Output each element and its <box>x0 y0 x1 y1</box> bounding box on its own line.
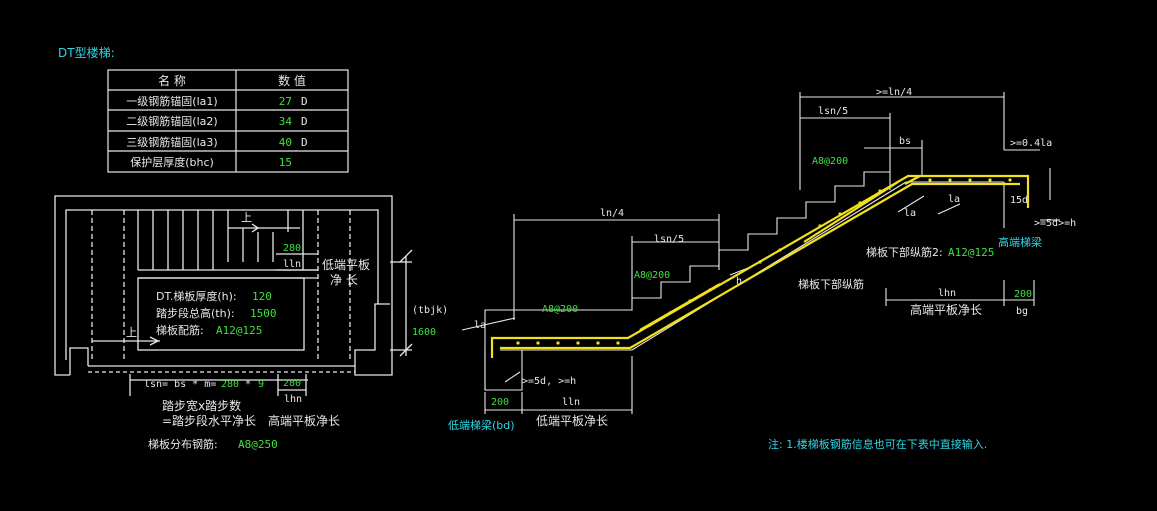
lhn-label: lhn <box>284 394 302 405</box>
dist-rebar-label: 梯板分布钢筋: <box>148 437 218 451</box>
dim-lsn5-mid: lsn/5 <box>654 234 684 245</box>
bg-label: bg <box>1016 306 1028 317</box>
row-la2-name: 二级钢筋锚固(la2) <box>126 114 217 128</box>
dim-5d-low: >=5d, >=h <box>522 376 576 387</box>
rebar-a8-low[interactable]: A8@200 <box>542 304 578 315</box>
row-la3-value[interactable]: 40 <box>279 136 292 149</box>
lower-rebar2-value[interactable]: A12@125 <box>948 246 994 259</box>
dim-ln4-mid: ln/4 <box>600 208 624 219</box>
dim-la-b: la <box>948 194 960 205</box>
lsn-m-value[interactable]: 9 <box>258 379 264 390</box>
lsn-bs-value[interactable]: 280 <box>221 379 239 390</box>
tbjk-value[interactable]: 1600 <box>412 327 436 338</box>
plan-lln: lln <box>283 259 301 270</box>
table-header-value: 数 值 <box>278 73 306 88</box>
row-la2-unit: D <box>301 115 308 128</box>
lower-rebar2-label: 梯板下部纵筋2: <box>866 245 943 259</box>
rebar-label: 梯板配筋: <box>156 323 204 337</box>
footer-note: 注: 1.楼梯板钢筋信息也可在下表中直接输入. <box>768 437 987 451</box>
dim-la-left: la <box>474 320 486 331</box>
row-bhc-value[interactable]: 15 <box>279 156 292 169</box>
high-beam-label: 高端梯梁 <box>998 235 1042 249</box>
dim-bs: bs <box>899 136 911 147</box>
dim-15d: 15d <box>1010 195 1028 206</box>
thickness-value[interactable]: 120 <box>252 290 272 303</box>
height-label: 踏步段总高(th): <box>156 306 235 320</box>
lower-rebar-label: 梯板下部纵筋 <box>798 277 864 291</box>
row-la2-value[interactable]: 34 <box>279 115 293 128</box>
thickness-label: DT.梯板厚度(h): <box>156 289 237 303</box>
table-header-name: 名 称 <box>158 73 186 88</box>
plan-high-platform-length: 高端平板净长 <box>268 413 340 428</box>
rebar-a8-top[interactable]: A8@200 <box>812 156 848 167</box>
bg-value[interactable]: 200 <box>1014 289 1032 300</box>
section-low-length: 低端平板净长 <box>536 414 608 428</box>
bd-value[interactable]: 200 <box>491 397 509 408</box>
tbjk-label: (tbjk) <box>412 305 448 316</box>
lsn-star: * <box>245 379 251 390</box>
row-la1-unit: D <box>301 95 308 108</box>
dim-lln: lln <box>562 397 580 408</box>
rebar-lines <box>490 174 1030 358</box>
rebar-value[interactable]: A12@125 <box>216 324 262 337</box>
row-la1-name: 一级钢筋锚固(la1) <box>126 94 217 108</box>
plan-low-platform-1: 低端平板 <box>322 258 370 272</box>
dim-04la: >=0.4la <box>1010 138 1052 149</box>
row-la3-name: 三级钢筋锚固(la3) <box>126 135 217 149</box>
lsn-formula: lsn= bs * m= <box>144 379 216 390</box>
row-la1-value[interactable]: 27 <box>279 95 292 108</box>
dist-rebar-value[interactable]: A8@250 <box>238 438 278 451</box>
section-high-length: 高端平板净长 <box>910 302 982 317</box>
dim-la-a: la <box>904 208 916 219</box>
plan-up-left: 上 <box>126 326 137 339</box>
plan-up-top: 上 <box>241 211 252 224</box>
rebar-a8-mid[interactable]: A8@200 <box>634 270 670 281</box>
note-step-count: 踏步宽x踏步数 <box>162 398 241 413</box>
stair-plan <box>54 195 413 396</box>
dim-h: h <box>736 276 742 287</box>
note-horizontal-length: =踏步段水平净长 <box>162 413 256 428</box>
dim-lhn: lhn <box>938 288 956 299</box>
height-value[interactable]: 1500 <box>250 307 277 320</box>
plan-low-platform-2: 净 长 <box>330 273 358 287</box>
parameter-table <box>107 69 349 173</box>
drawing-title: DT型楼梯: <box>58 45 115 60</box>
stair-section <box>461 92 1060 414</box>
low-beam-label: 低端梯梁(bd) <box>448 418 515 432</box>
dim-ln4-top: >=ln/4 <box>876 87 912 98</box>
dim-5d-right: >=5d>=h <box>1034 218 1076 229</box>
plan-step-width[interactable]: 280 <box>283 243 301 254</box>
dim-lsn5-top: lsn/5 <box>818 106 848 117</box>
row-la3-unit: D <box>301 136 308 149</box>
lhn-value[interactable]: 280 <box>283 378 301 389</box>
row-bhc-name: 保护层厚度(bhc) <box>130 155 214 169</box>
rebar-dots <box>516 178 1012 345</box>
